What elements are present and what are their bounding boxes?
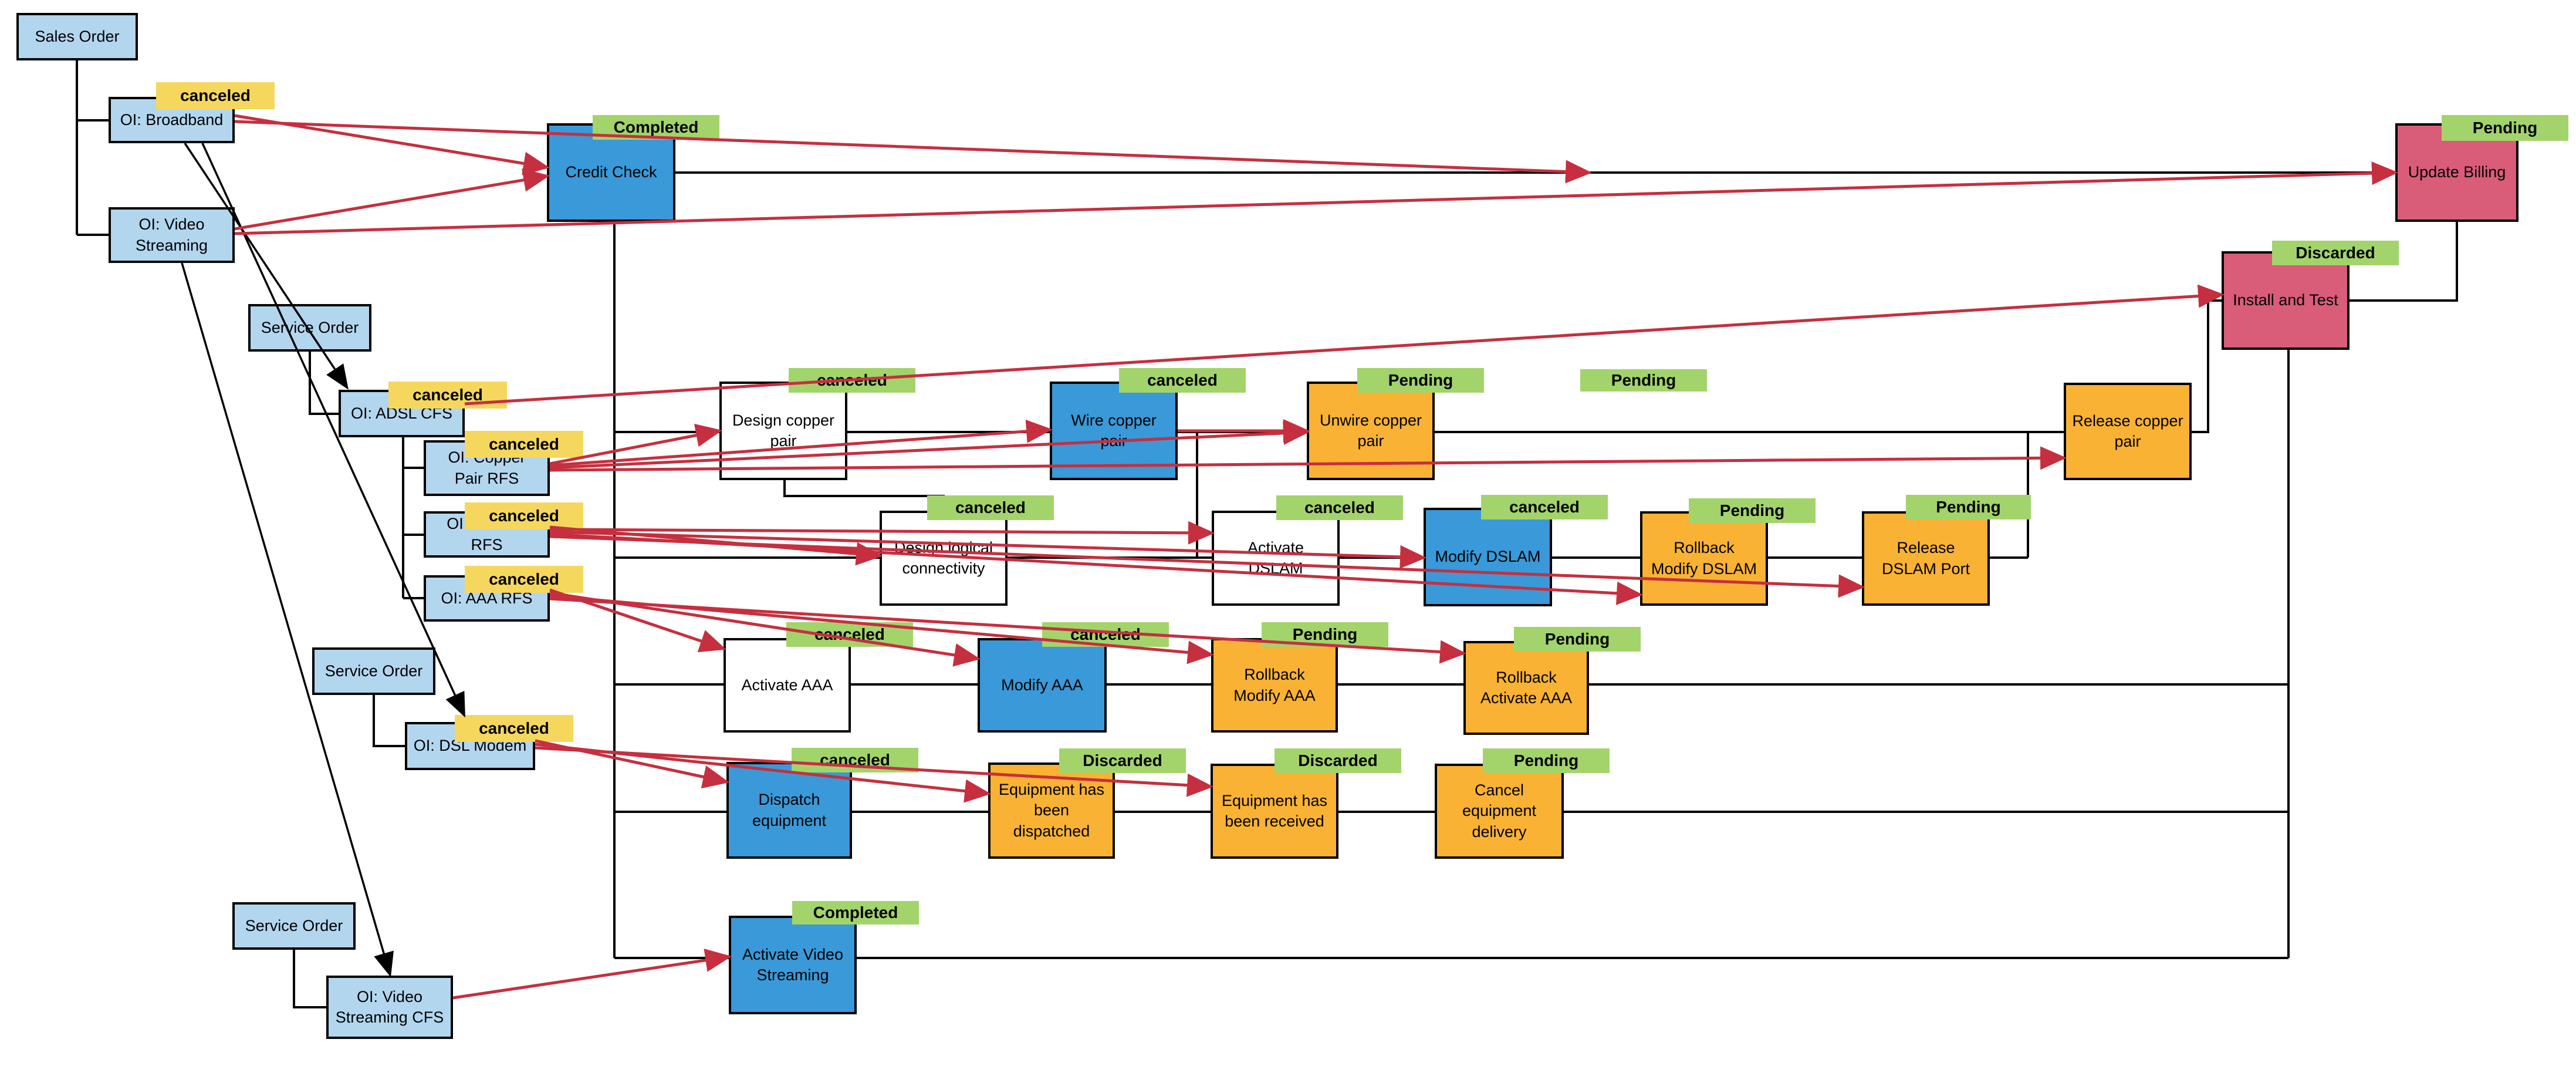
flow-node-release-dslam-port[interactable]: Release DSLAM Port: [1862, 511, 1990, 606]
status-badge-equipment-dispatched: Discarded: [1059, 748, 1186, 773]
status-badge-rollback-modify-dslam: Pending: [1689, 498, 1816, 523]
status-badge-update-billing: Pending: [2442, 115, 2568, 141]
flow-node-activate-video-streaming[interactable]: Activate Video Streaming: [729, 916, 857, 1014]
node-label: OI: Video Streaming CFS: [335, 987, 444, 1026]
connector-black: [373, 695, 405, 747]
status-badge-design-copper-pair: canceled: [789, 368, 915, 393]
connector-black: [783, 480, 945, 511]
node-label: Service Order: [261, 318, 359, 336]
node-label: Service Order: [245, 916, 343, 934]
status-badge-unwire-copper-pair: Pending: [1357, 368, 1484, 393]
flow-node-sales-order[interactable]: Sales Order: [16, 13, 138, 60]
node-label: Install and Test: [2233, 291, 2338, 309]
node-label: Modify AAA: [1001, 676, 1083, 694]
status-badge-oi-dslam-rfs: canceled: [465, 502, 583, 529]
node-label: Service Order: [324, 662, 423, 680]
node-label: Equipment has been dispatched: [998, 781, 1105, 840]
status-badge-activate-dslam: canceled: [1276, 495, 1403, 520]
connector-red-arrow: [535, 739, 729, 789]
flow-node-design-logical-connectivity[interactable]: Design logical connectivity: [880, 511, 1008, 606]
node-label: Release DSLAM Port: [1881, 539, 1970, 578]
node-label: Activate Video Streaming: [742, 945, 844, 984]
node-label: Wire copper pair: [1071, 411, 1157, 450]
flow-node-wire-copper-pair[interactable]: Wire copper pair: [1050, 382, 1178, 480]
status-badge-floating-pending: Pending: [1580, 369, 1707, 392]
node-label: Release copper pair: [2072, 411, 2183, 450]
node-label: Activate DSLAM: [1247, 538, 1304, 577]
status-badge-install-and-test: Discarded: [2272, 241, 2399, 265]
node-label: Unwire copper pair: [1319, 411, 1422, 450]
flow-node-release-copper-pair[interactable]: Release copper pair: [2064, 383, 2192, 480]
status-badge-cancel-equipment-delivery: Pending: [1483, 748, 1610, 773]
status-badge-oi-aaa-rfs: canceled: [465, 566, 583, 593]
node-label: Sales Order: [35, 27, 120, 45]
flow-node-activate-aaa[interactable]: Activate AAA: [724, 638, 851, 733]
status-badge-wire-copper-pair: canceled: [1119, 368, 1246, 393]
status-badge-release-dslam-port: Pending: [1906, 495, 2031, 519]
flow-node-service-order-3[interactable]: Service Order: [232, 902, 356, 950]
connector-black: [2192, 299, 2222, 433]
flow-node-rollback-modify-dslam[interactable]: Rollback Modify DSLAM: [1640, 511, 1768, 606]
status-badge-oi-copper-pair-rfs: canceled: [465, 431, 583, 458]
node-label: Modify DSLAM: [1435, 548, 1541, 566]
flow-node-oi-video-streaming-cfs[interactable]: OI: Video Streaming CFS: [326, 976, 453, 1039]
status-badge-oi-broadband: canceled: [156, 82, 275, 109]
connector-red-arrow: [549, 421, 1310, 470]
node-label: Equipment has been received: [1221, 791, 1328, 830]
node-label: OI: Video Streaming: [135, 215, 208, 254]
connector-black: [309, 352, 339, 415]
node-label: Design logical connectivity: [894, 538, 993, 577]
node-label: Credit Check: [565, 163, 657, 181]
status-badge-activate-video-streaming: Completed: [792, 901, 919, 924]
flow-node-cancel-equipment-delivery[interactable]: Cancel equipment delivery: [1435, 764, 1564, 859]
node-label: Rollback Activate AAA: [1480, 668, 1573, 707]
status-badge-modify-dslam: canceled: [1481, 495, 1608, 519]
status-badge-rollback-modify-aaa: Pending: [1262, 622, 1388, 647]
connector-red-arrow: [549, 525, 883, 566]
status-badge-modify-aaa: canceled: [1042, 622, 1169, 647]
connector-red-arrow: [549, 588, 726, 653]
flow-node-service-order-1[interactable]: Service Order: [248, 304, 371, 352]
flow-node-equipment-dispatched[interactable]: Equipment has been dispatched: [988, 762, 1115, 859]
flow-node-modify-aaa[interactable]: Modify AAA: [978, 638, 1107, 733]
connector-red-arrow: [234, 120, 1592, 184]
connector-black: [293, 950, 326, 1008]
node-label: Dispatch equipment: [752, 791, 827, 829]
connector-red-arrow: [452, 949, 732, 1000]
connector-red-arrow: [234, 114, 550, 176]
flow-node-rollback-activate-aaa[interactable]: Rollback Activate AAA: [1463, 641, 1589, 735]
flow-node-modify-dslam[interactable]: Modify DSLAM: [1424, 508, 1552, 606]
node-label: Rollback Modify DSLAM: [1651, 539, 1757, 578]
node-label: Rollback Modify AAA: [1233, 666, 1316, 704]
flow-node-dispatch-equipment[interactable]: Dispatch equipment: [726, 762, 852, 859]
flow-node-unwire-copper-pair[interactable]: Unwire copper pair: [1307, 382, 1435, 480]
flow-node-design-copper-pair[interactable]: Design copper pair: [719, 382, 847, 480]
node-label: Activate AAA: [741, 676, 833, 694]
node-label: Update Billing: [2408, 163, 2506, 181]
status-badge-oi-adsl-cfs: canceled: [388, 382, 507, 409]
flow-node-service-order-2[interactable]: Service Order: [312, 647, 435, 695]
node-label: OI: Broadband: [120, 110, 224, 129]
flow-node-oi-video-streaming[interactable]: OI: Video Streaming: [109, 207, 235, 263]
flow-node-install-and-test[interactable]: Install and Test: [2222, 251, 2349, 350]
flow-node-rollback-modify-aaa[interactable]: Rollback Modify AAA: [1211, 638, 1338, 733]
flow-node-activate-dslam[interactable]: Activate DSLAM: [1212, 511, 1340, 606]
connector-red-arrow: [234, 168, 550, 231]
flow-node-equipment-received[interactable]: Equipment has been received: [1211, 764, 1338, 859]
status-badge-activate-aaa: canceled: [786, 622, 913, 647]
status-badge-design-logical-connectivity: canceled: [927, 495, 1054, 520]
node-label: Cancel equipment delivery: [1462, 781, 1537, 841]
status-badge-rollback-activate-aaa: Pending: [1514, 627, 1641, 652]
connector-black-arrow: [181, 262, 394, 977]
status-badge-equipment-received: Discarded: [1275, 748, 1401, 773]
status-badge-credit-check: Completed: [593, 115, 719, 140]
status-badge-oi-dsl-modem: canceled: [455, 715, 573, 742]
status-badge-dispatch-equipment: canceled: [792, 748, 918, 772]
node-label: Design copper pair: [732, 411, 835, 450]
